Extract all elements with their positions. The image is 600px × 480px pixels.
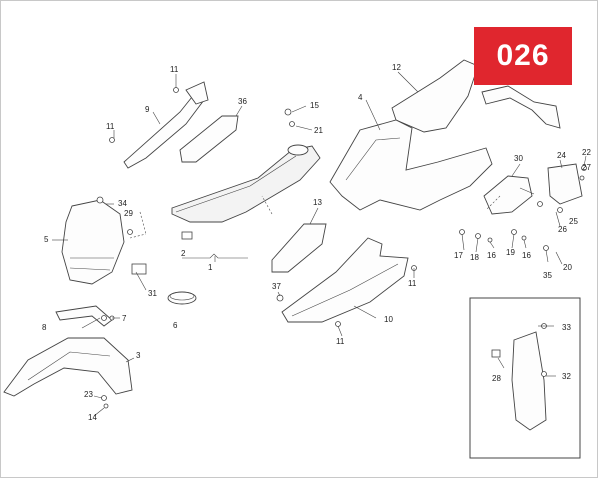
label-37: 37 xyxy=(272,282,281,291)
label-6: 6 xyxy=(173,321,178,330)
rear-subframe xyxy=(329,119,493,211)
label-36: 36 xyxy=(238,97,247,106)
seat-cap xyxy=(287,144,309,156)
label-26: 26 xyxy=(558,225,567,234)
label-31: 31 xyxy=(148,289,157,298)
rear-bracket xyxy=(481,85,561,129)
label-25: 25 xyxy=(569,217,578,226)
page-code-badge: 026 xyxy=(474,27,572,85)
label-34: 34 xyxy=(118,199,127,208)
label-22: 22 xyxy=(582,148,591,157)
label-29: 29 xyxy=(124,209,133,218)
label-28: 28 xyxy=(492,374,501,383)
label-19: 19 xyxy=(506,248,515,257)
label-21: 21 xyxy=(314,126,323,135)
inset-box xyxy=(469,297,581,459)
label-23: 23 xyxy=(84,390,93,399)
label-32: 32 xyxy=(562,372,571,381)
fender-bracket xyxy=(55,305,113,327)
label-11a: 11 xyxy=(170,65,179,74)
license-plate-holder xyxy=(547,163,583,205)
fasteners xyxy=(96,87,587,409)
label-18: 18 xyxy=(470,253,479,262)
label-9: 9 xyxy=(145,105,150,114)
callout-labels: 1 2 3 4 5 6 7 8 9 10 11 11 11 11 12 13 1… xyxy=(42,63,591,422)
label-16a: 16 xyxy=(487,251,496,260)
label-15: 15 xyxy=(310,101,319,110)
label-13: 13 xyxy=(313,198,322,207)
label-17: 17 xyxy=(454,251,463,260)
side-cover-left xyxy=(123,91,205,169)
label-27: 27 xyxy=(582,163,591,172)
label-14: 14 xyxy=(88,413,97,422)
label-11b: 11 xyxy=(106,122,115,131)
label-10: 10 xyxy=(384,315,393,324)
label-7: 7 xyxy=(122,314,127,323)
rear-fender xyxy=(391,59,479,133)
label-16b: 16 xyxy=(522,251,531,260)
seat xyxy=(171,145,321,223)
label-30: 30 xyxy=(514,154,523,163)
label-11c: 11 xyxy=(408,279,417,288)
mud-flap xyxy=(511,331,547,431)
label-12: 12 xyxy=(392,63,401,72)
label-33: 33 xyxy=(562,323,571,332)
label-11d: 11 xyxy=(336,337,345,346)
label-2: 2 xyxy=(181,249,186,258)
license-bracket-30 xyxy=(483,175,533,215)
label-24: 24 xyxy=(557,151,566,160)
label-20: 20 xyxy=(563,263,572,272)
side-panel-10 xyxy=(281,237,409,323)
front-fender xyxy=(3,337,133,397)
label-4: 4 xyxy=(358,93,363,102)
label-3: 3 xyxy=(136,351,141,360)
leader-lines xyxy=(52,71,587,417)
label-5: 5 xyxy=(44,235,49,244)
cover-36 xyxy=(179,115,239,163)
label-1: 1 xyxy=(208,263,213,272)
dashed-leaders xyxy=(129,195,501,239)
label-8: 8 xyxy=(42,323,47,332)
headlight-mask xyxy=(61,199,125,285)
label-35: 35 xyxy=(543,271,552,280)
side-panel-13 xyxy=(271,223,327,273)
